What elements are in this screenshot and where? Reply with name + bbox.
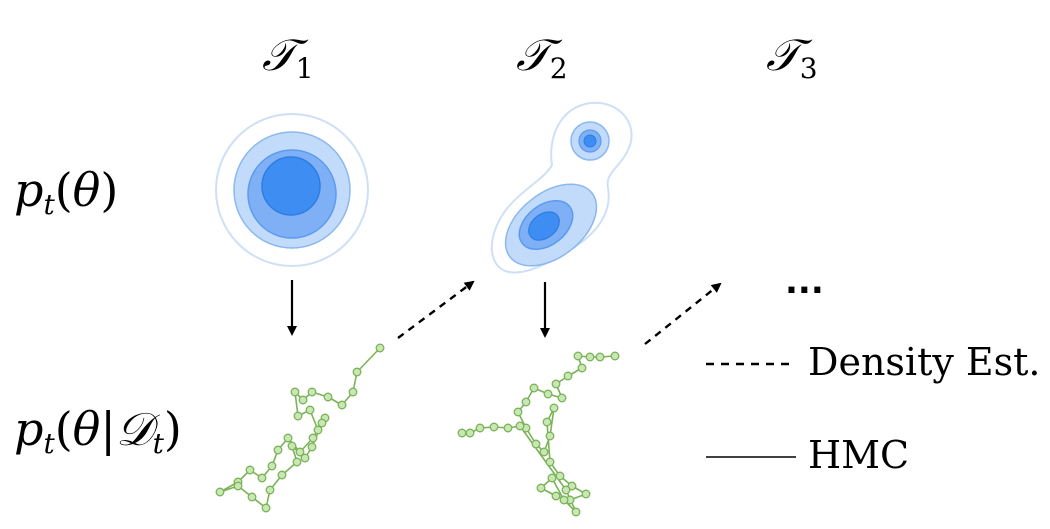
chain1-sample-27 [292,457,302,467]
density1-core [261,156,321,216]
chain2-sample-14 [531,439,541,449]
task-label-3: 𝒯3 [766,30,818,85]
chain1-sample-23 [247,492,257,502]
chain1-sample-17 [267,461,277,471]
chain2-sample-5 [577,363,587,373]
chain2-sample-8 [557,393,567,403]
chain1-sample-24 [261,503,271,513]
chain2-sample-17 [549,403,559,413]
task-label-2: 𝒯2 [516,30,568,85]
chain2-sample-32 [489,422,499,432]
chain2-sample-4 [573,351,583,361]
chain1-sample-14 [295,447,305,457]
task-label-1: 𝒯1 [262,30,314,85]
chain2-sample-31 [503,423,513,433]
chain2-sample-6 [563,371,573,381]
chain1-sample-11 [313,425,323,435]
chain1-sample-10 [305,405,315,415]
density-task1 [215,113,369,267]
chain1-sample-16 [273,445,283,455]
chain2-sample-33 [475,423,485,433]
chain2-sample-19 [545,457,555,467]
chain1-sample-21 [215,487,225,497]
chain1-sample-9 [293,411,303,421]
chain2-sample-3 [585,352,595,362]
chain1-sample-25 [265,485,275,495]
hmc-chain-task2 [457,351,620,517]
prior-row-label: pt(θ) [14,163,119,221]
chain2-sample-25 [536,483,546,493]
legend-density-label: Density Est. [808,340,1041,384]
chain1-sample-3 [348,387,358,397]
chain1-sample-8 [290,387,300,397]
chain1-sample-28 [287,441,297,451]
chain2-sample-27 [559,495,569,505]
chain1-sample-31 [317,418,327,428]
chain1-sample-26 [277,470,287,480]
chain2-step-29 [519,425,567,491]
chain2-sample-20 [555,471,565,481]
chain2-sample-24 [551,491,561,501]
chain2-sample-9 [543,389,553,399]
chain1-step-1 [356,347,381,373]
chain1-sample-30 [307,442,317,452]
chain1-sample-19 [245,465,255,475]
chain2-sample-15 [539,447,549,457]
chain2-sample-7 [551,379,561,389]
chain1-sample-22 [233,481,243,491]
chain2-sample-26 [547,473,557,483]
chain2-sample-34 [465,428,475,438]
chain2-step-18 [546,421,551,463]
chain2-sample-1 [610,351,620,361]
chain1-sample-18 [257,473,267,483]
chain2-sample-2 [595,352,605,362]
legend-hmc-label: HMC [808,433,910,477]
chain2-sample-12 [513,407,523,417]
chain1-sample-1 [375,343,385,353]
chain1-sample-13 [308,433,318,443]
chain2-sample-11 [521,397,531,407]
chain1-sample-4 [337,400,347,410]
chain1-sample-15 [283,433,293,443]
chain1-sample-6 [307,387,317,397]
chain2-step-16 [549,407,555,437]
chain2-sample-29 [561,485,571,495]
density2-mode2-core [583,134,597,148]
density-task2 [490,101,633,274]
density2-core [528,211,560,241]
hmc-chain-task1 [215,343,385,513]
chain2-sample-22 [581,489,591,499]
chain2-sample-21 [567,481,577,491]
continuation-ellipsis: ... [785,262,824,302]
density-est-arrow-2 [644,282,722,345]
chain2-sample-10 [529,383,539,393]
chain1-sample-2 [352,367,362,377]
chain2-sample-16 [545,431,555,441]
posterior-row-label: pt(θ|𝒟t) [14,402,182,460]
chain1-sample-7 [298,395,308,405]
chain2-sample-28 [571,507,581,517]
density-est-arrow-1 [397,280,475,339]
chain2-sample-18 [542,417,552,427]
chain2-sample-30 [515,421,525,431]
chain1-sample-5 [323,392,333,402]
chain2-sample-35 [457,428,467,438]
chain1-sample-29 [300,453,310,463]
